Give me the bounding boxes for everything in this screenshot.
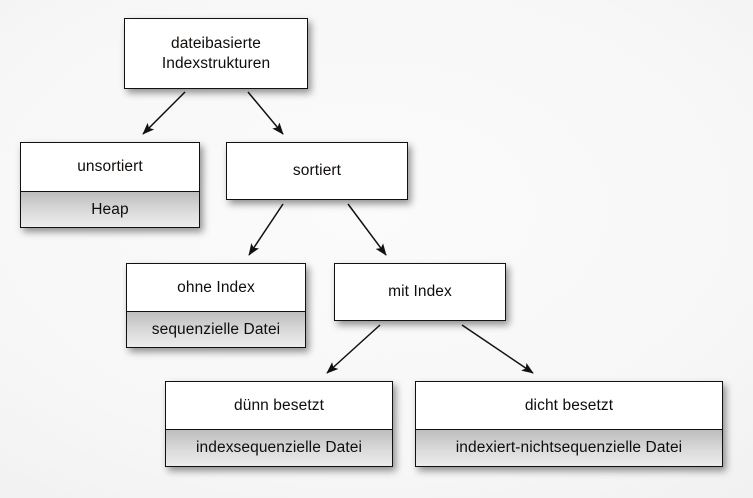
node-title: unsortiert [21, 143, 199, 191]
node-title: dicht besetzt [416, 382, 722, 429]
node-title: ohne Index [127, 264, 305, 311]
node-sortiert[interactable]: sortiert [226, 142, 408, 200]
node-subtitle: indexiert-nichtsequenzielle Datei [416, 429, 722, 466]
node-dateibasierte-indexstrukturen[interactable]: dateibasierte Indexstrukturen [124, 18, 308, 89]
edge-sortiert-to-ohne-index [248, 203, 284, 256]
node-unsortiert[interactable]: unsortiert Heap [20, 142, 200, 228]
node-subtitle: indexsequenzielle Datei [166, 429, 392, 466]
node-subtitle: Heap [21, 191, 199, 227]
edge-mit-index-to-duenn-besetzt [326, 324, 381, 374]
edge-root-to-unsortiert [142, 91, 186, 135]
node-ohne-index[interactable]: ohne Index sequenzielle Datei [126, 263, 306, 348]
node-subtitle: sequenzielle Datei [127, 311, 305, 347]
node-title: sortiert [227, 143, 407, 199]
node-dicht-besetzt[interactable]: dicht besetzt indexiert-nichtsequenziell… [415, 381, 723, 467]
node-mit-index[interactable]: mit Index [334, 263, 506, 321]
node-title: mit Index [335, 264, 505, 320]
edge-sortiert-to-mit-index [347, 203, 387, 256]
node-duenn-besetzt[interactable]: dünn besetzt indexsequenzielle Datei [165, 381, 393, 467]
edge-mit-index-to-dicht-besetzt [461, 324, 534, 374]
node-title: dateibasierte Indexstrukturen [125, 19, 307, 88]
node-title: dünn besetzt [166, 382, 392, 429]
edge-root-to-sortiert [247, 91, 284, 135]
